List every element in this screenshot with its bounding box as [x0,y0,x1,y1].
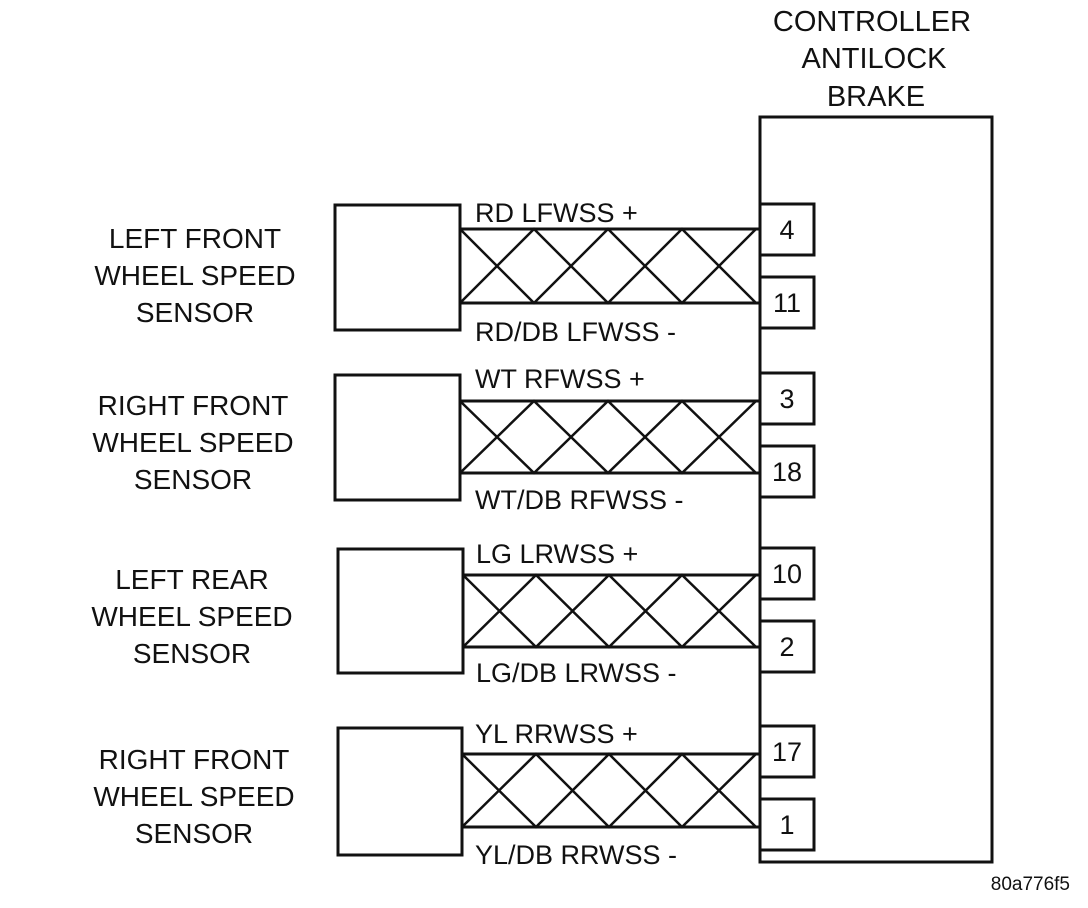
pin-number: 1 [779,810,794,840]
minus-wire-label: RD/DB LFWSS - [475,317,676,347]
sensor-group-left-front: LEFT FRONT WHEEL SPEED SENSOR RD LFWSS +… [94,198,816,347]
twisted-pair [461,752,757,829]
pin-box [758,371,816,426]
minus-wire-label: WT/DB RFWSS - [475,485,683,515]
plus-wire-label: RD LFWSS + [475,198,638,228]
pin-box [758,619,816,674]
pin-number: 17 [772,737,802,767]
sensor-label-line-1: LEFT REAR [115,564,269,595]
pin-box [758,202,816,257]
sensor-group-right-rear: RIGHT FRONT WHEEL SPEED SENSOR YL RRWSS … [93,719,816,870]
twisted-pair [459,227,757,305]
sensor-group-left-rear: LEFT REAR WHEEL SPEED SENSOR LG LRWSS + … [91,539,816,688]
pin-number: 18 [772,457,802,487]
pin-number: 2 [779,632,794,662]
sensor-label-line-3: SENSOR [136,297,254,328]
twisted-pair [462,573,757,649]
sensor-box [333,203,462,332]
pin-box [758,546,816,601]
pin-number: 4 [779,215,794,245]
plus-wire-label: WT RFWSS + [475,364,645,394]
sensor-label-line-1: RIGHT FRONT [99,744,290,775]
controller-title-line-2: ANTILOCK [801,43,947,75]
sensor-box [336,547,465,675]
sensor-label-line-3: SENSOR [133,638,251,669]
pin-box [758,275,816,330]
controller-title-line-1: CONTROLLER [773,6,971,38]
sensor-label-line-3: SENSOR [134,464,252,495]
pin-box [758,444,816,499]
sensor-label-line-2: WHEEL SPEED [93,781,294,812]
plus-wire-label: LG LRWSS + [476,539,638,569]
sensor-label-line-2: WHEEL SPEED [92,427,293,458]
reference-code: 80a776f5 [991,874,1070,895]
controller-title-line-3: BRAKE [827,81,925,113]
minus-wire-label: LG/DB LRWSS - [476,658,677,688]
pin-number: 3 [779,384,794,414]
pin-number: 10 [772,559,802,589]
minus-wire-label: YL/DB RRWSS - [475,840,677,870]
sensor-label-line-1: RIGHT FRONT [98,390,289,421]
sensor-label-line-3: SENSOR [135,818,253,849]
controller-title: CONTROLLER ANTILOCK BRAKE [773,6,971,113]
pin-box [758,797,816,852]
twisted-pair [459,399,757,475]
sensor-label-line-1: LEFT FRONT [109,223,281,254]
sensor-label-line-2: WHEEL SPEED [91,601,292,632]
pin-number: 11 [773,288,801,318]
plus-wire-label: YL RRWSS + [475,719,638,749]
sensor-box [333,373,462,502]
sensor-label-line-2: WHEEL SPEED [94,260,295,291]
sensor-box [336,726,464,857]
pin-box [758,724,816,779]
sensor-group-right-front: RIGHT FRONT WHEEL SPEED SENSOR WT RFWSS … [92,364,816,515]
